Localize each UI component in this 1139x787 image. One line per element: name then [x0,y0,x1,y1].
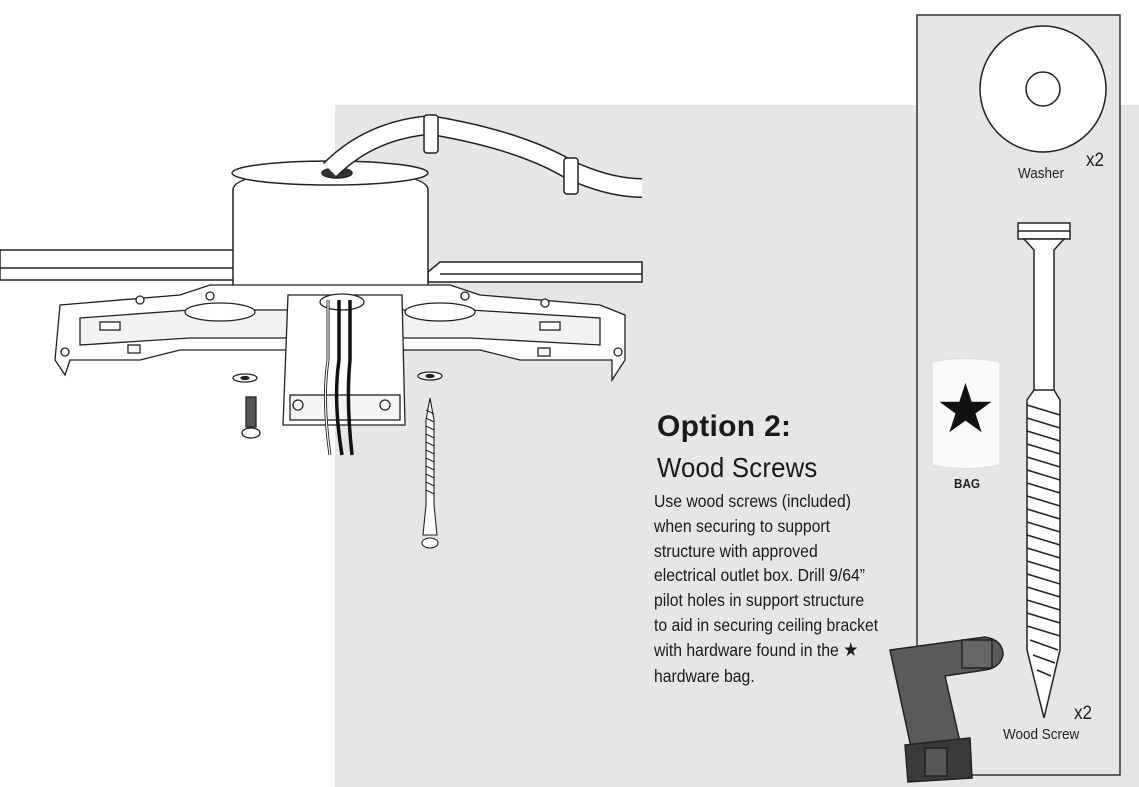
instructions-text: Use wood screws (included) when securing… [654,489,878,688]
fixture-wires [323,300,354,456]
bag-label: BAG [954,476,981,491]
washer-quantity: x2 [1086,150,1105,171]
option-title: Option 2: [657,410,792,443]
hardware-bag [931,358,1001,469]
mount-box [282,293,406,426]
wood-screw-quantity: x2 [1074,703,1093,724]
washer-label: Washer [1018,165,1065,182]
electrical-cable [322,114,643,198]
instruction-line: when securing to support [654,515,830,536]
ceiling-joists [0,249,643,283]
bracket-screw [232,373,261,439]
drill-icon [889,636,1004,783]
bag-star-icon: ★ [935,371,996,447]
wood-screw-small [421,397,439,549]
washer-illustration [979,25,1107,153]
option-subtitle: Wood Screws [657,452,818,483]
instruction-line: pilot holes in support structure [654,590,865,611]
instruction-line: to aid in securing ceiling bracket [654,614,879,635]
star-icon: ★ [843,639,859,661]
instruction-line: with hardware found in the ★ [654,639,859,661]
instruction-line: Use wood screws (included) [654,491,851,511]
outlet-box [231,160,429,291]
wood-screw-label: Wood Screw [1003,726,1080,743]
washer-small [417,371,443,381]
instruction-line: electrical outlet box. Drill 9/64” [654,565,865,586]
instruction-line: structure with approved [654,540,818,561]
wood-screw-large [1017,222,1071,719]
instruction-line: hardware bag. [654,665,755,686]
